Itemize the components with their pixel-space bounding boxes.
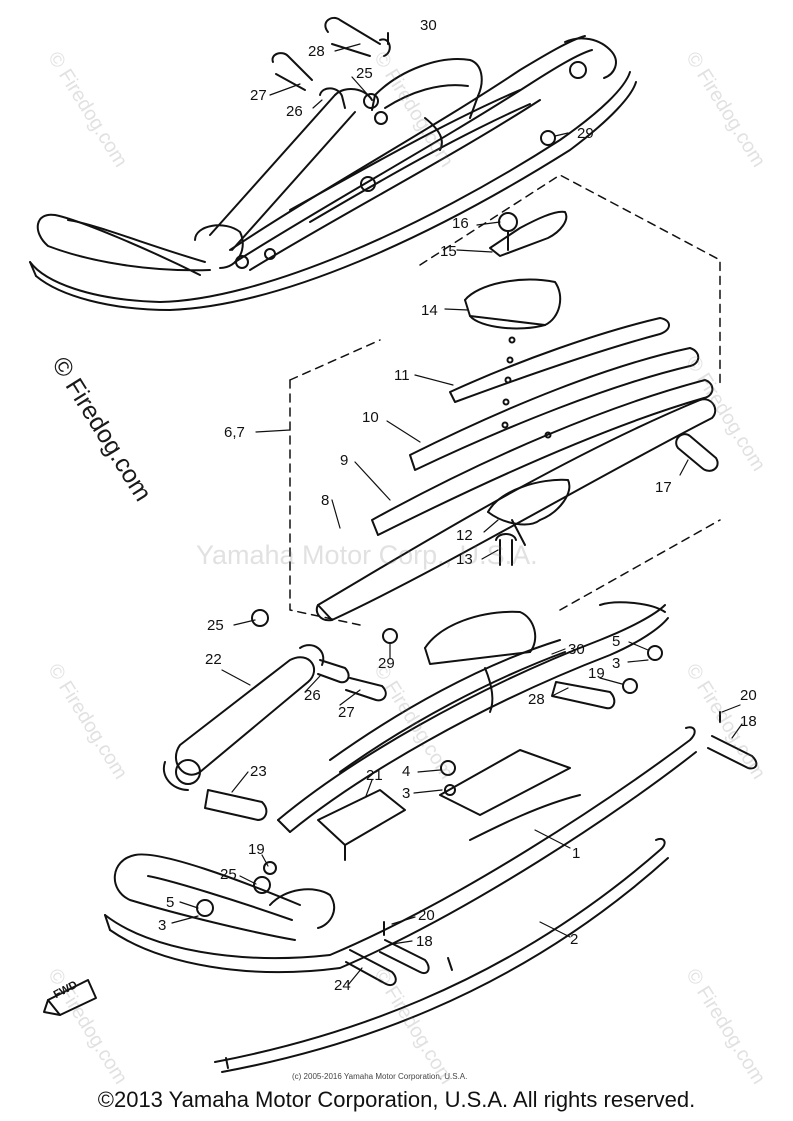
callout-12: 9: [340, 452, 349, 469]
callout-30: 4: [402, 763, 411, 780]
callout-24: 3: [612, 655, 621, 672]
callout-29: 23: [250, 763, 267, 780]
callout-7: 15: [440, 243, 457, 260]
footer-copyright: ©2013 Yamaha Motor Corporation, U.S.A. A…: [97, 1087, 696, 1112]
callout-31: 3: [402, 785, 411, 802]
callout-2: 27: [250, 87, 267, 104]
callout-6: 16: [452, 215, 469, 232]
callout-14: 8: [321, 492, 330, 509]
lower-ski-assembly: [43, 601, 758, 1073]
leaf-springs: [315, 210, 719, 622]
callout-1: 28: [308, 43, 325, 60]
callout-27: 20: [740, 687, 757, 704]
small-copyright: (c) 2005-2016 Yamaha Motor Corporation, …: [292, 1072, 468, 1081]
callout-35: 25: [220, 866, 237, 883]
callout-41: 24: [334, 977, 351, 994]
callout-32: 21: [366, 767, 383, 784]
callout-22: 30: [568, 641, 585, 658]
callout-36: 5: [166, 894, 175, 911]
callout-40: 2: [570, 931, 579, 948]
spring-group-bracket: [289, 174, 721, 626]
callout-38: 20: [418, 907, 435, 924]
callout-20: 26: [304, 687, 321, 704]
callout-18: 22: [205, 651, 222, 668]
callout-33: 1: [572, 845, 581, 862]
callout-9: 11: [394, 367, 410, 384]
callout-34: 19: [248, 841, 265, 858]
callout-13: 17: [655, 479, 672, 496]
callout-26: 28: [528, 691, 545, 708]
callout-10: 6,7: [224, 424, 245, 441]
callout-3: 26: [286, 103, 303, 120]
callout-25: 19: [588, 665, 605, 682]
callout-37: 3: [158, 917, 167, 934]
callout-0: 30: [420, 17, 437, 34]
callout-leaders: [171, 43, 743, 986]
callout-17: 25: [207, 617, 224, 634]
callout-39: 18: [416, 933, 433, 950]
upper-ski-assembly: [29, 16, 637, 311]
callout-15: 12: [456, 527, 473, 544]
callout-28: 18: [740, 713, 757, 730]
callout-23: 5: [612, 633, 621, 650]
callout-8: 14: [421, 302, 438, 319]
callout-16: 13: [456, 551, 473, 568]
callout-11: 10: [362, 409, 379, 426]
callout-5: 29: [577, 125, 594, 142]
callout-19: 29: [378, 655, 395, 672]
callout-4: 25: [356, 65, 373, 82]
watermark-center: Yamaha Motor Corp., U.S.A.: [196, 540, 538, 570]
callout-21: 27: [338, 704, 355, 721]
